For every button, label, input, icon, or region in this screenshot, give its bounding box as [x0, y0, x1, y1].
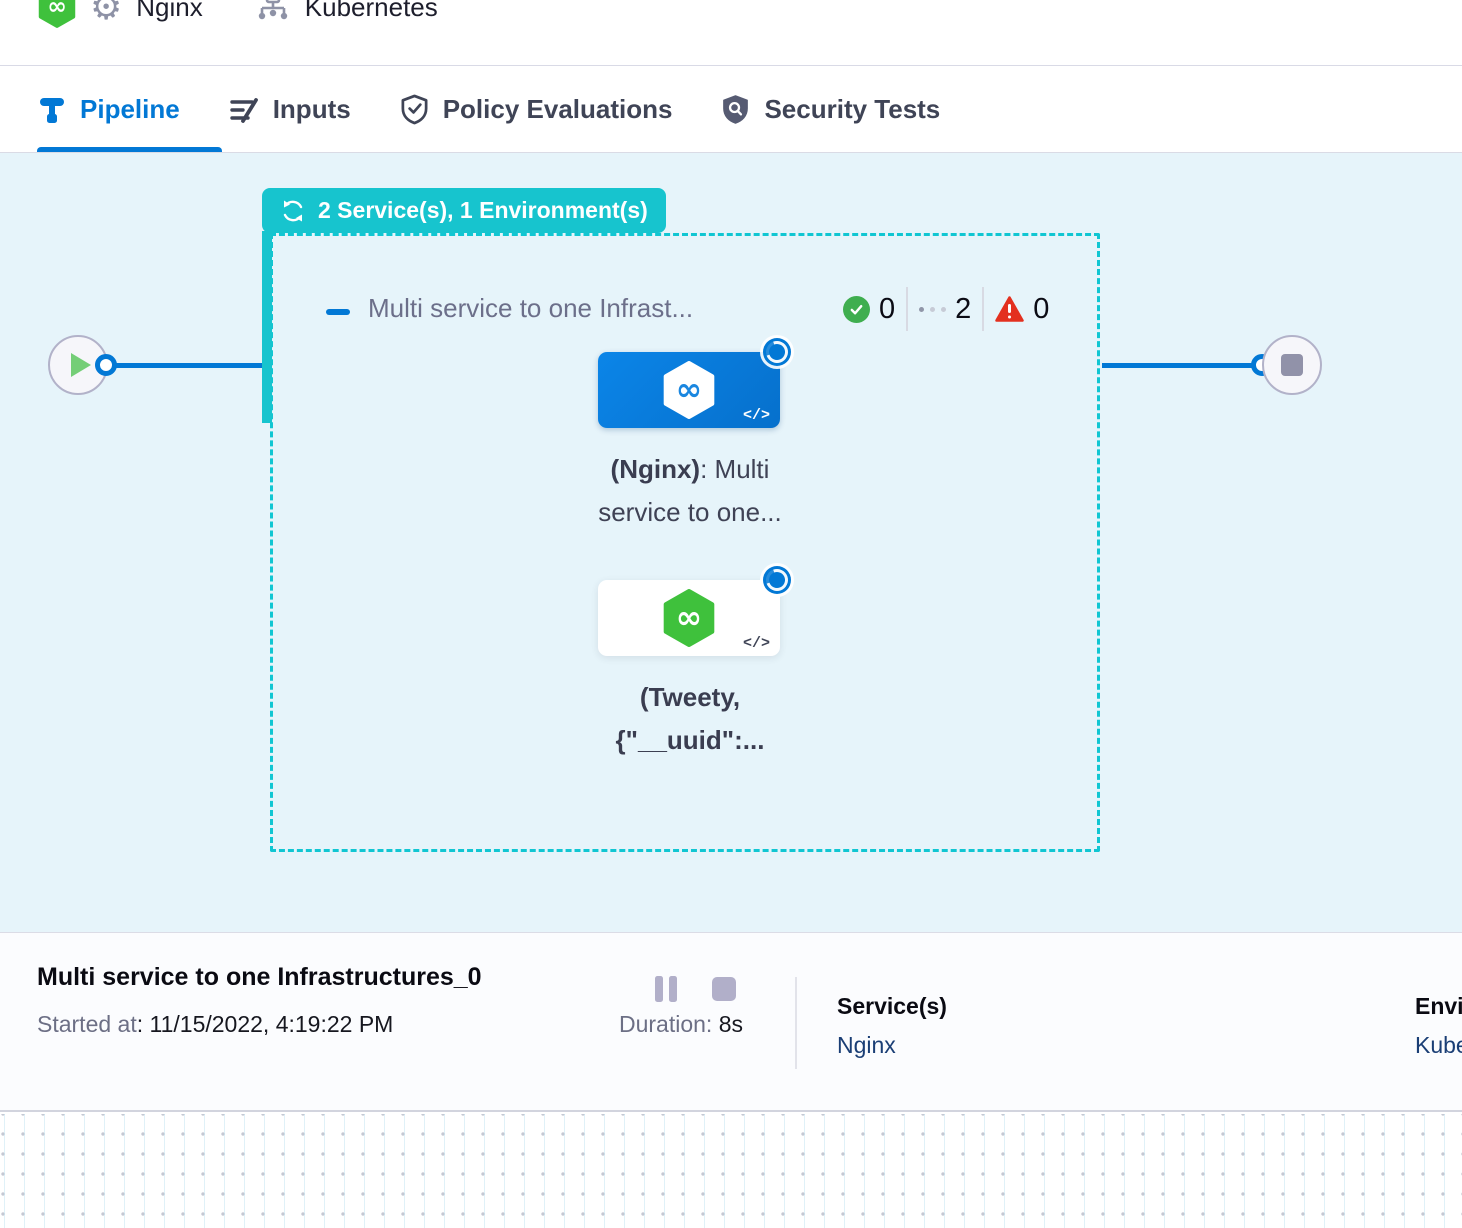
service-node-tweety[interactable]: ∞ </> — [598, 580, 780, 656]
collapse-stage-button[interactable] — [326, 309, 350, 315]
tab-label: Inputs — [272, 94, 351, 124]
tab-label: Policy Evaluations — [442, 94, 673, 124]
started-at-label: Started at — [37, 1011, 137, 1037]
service-node-label: (Nginx): Multi service to one... — [598, 454, 782, 527]
log-grid-area — [0, 1114, 1462, 1228]
pipeline-icon — [40, 97, 64, 123]
stop-icon — [1281, 354, 1303, 376]
svg-text:∞: ∞ — [676, 600, 702, 636]
start-connector — [95, 354, 117, 376]
services-link[interactable]: Nginx — [837, 1032, 896, 1058]
pause-button[interactable] — [655, 976, 679, 1002]
breadcrumb-pipeline[interactable]: ∞ ⚙ Nginx — [38, 0, 203, 28]
running-icon — [919, 306, 947, 312]
spinner-icon — [763, 566, 791, 594]
code-icon: </> — [742, 407, 770, 424]
service-node-nginx[interactable]: ∞ </> — [598, 352, 780, 428]
services-label: Service(s) — [837, 993, 947, 1019]
security-tests-icon — [723, 95, 749, 124]
policy-evaluations-icon — [401, 94, 428, 125]
code-icon: </> — [742, 635, 770, 652]
environments-column: Environment(s) Kubernetes — [1415, 993, 1462, 1059]
environments-label: Environment(s) — [1415, 993, 1462, 1019]
stage-title: Multi service to one Infrast... — [368, 293, 694, 323]
duration-label: Duration: — [619, 1011, 719, 1037]
harness-service-icon: ∞ — [663, 589, 715, 647]
tab-security-tests[interactable]: Security Tests — [720, 66, 940, 153]
counter-divider — [906, 287, 909, 331]
success-count: 0 — [879, 292, 896, 325]
pipeline-canvas[interactable]: 2 Service(s), 1 Environment(s) Multi ser… — [0, 153, 1462, 932]
environment-name: Kubernetes — [304, 0, 438, 22]
failed-count: 0 — [1033, 292, 1050, 325]
service-node-label: (Tweety, {"__uuid":... — [615, 682, 765, 755]
failed-icon — [995, 295, 1025, 322]
tab-label: Pipeline — [80, 94, 180, 124]
services-column: Service(s) Nginx — [837, 993, 947, 1059]
duration-value: 8s — [718, 1011, 744, 1037]
started-at-value: : 11/15/2022, 4:19:22 PM — [136, 1011, 394, 1037]
tab-label: Security Tests — [764, 94, 941, 124]
started-at: Started at: 11/15/2022, 4:19:22 PM — [37, 1011, 393, 1038]
breadcrumb-environment[interactable]: Kubernetes — [255, 0, 438, 25]
success-icon — [843, 295, 870, 323]
duration: Duration: 8s — [619, 1011, 743, 1038]
stage-accent-bar — [262, 231, 272, 423]
active-tab-indicator — [37, 147, 222, 152]
tab-bar: Pipeline Inputs Policy Evaluations — [0, 66, 1462, 153]
footer-divider — [795, 977, 797, 1069]
gear-icon: ⚙ — [90, 0, 123, 27]
stage-badge-label: 2 Service(s), 1 Environment(s) — [318, 197, 648, 223]
svg-text:∞: ∞ — [676, 372, 702, 408]
stage-badge[interactable]: 2 Service(s), 1 Environment(s) — [262, 188, 666, 233]
execution-title: Multi service to one Infrastructures_0 — [37, 963, 482, 991]
environments-link[interactable]: Kubernetes — [1415, 1032, 1462, 1058]
stage-status-counters: 0 2 0 — [843, 286, 1049, 332]
running-count: 2 — [955, 292, 972, 325]
tab-pipeline[interactable]: Pipeline — [37, 66, 180, 153]
stop-button[interactable] — [712, 977, 736, 1001]
tab-policy-evaluations[interactable]: Policy Evaluations — [399, 66, 673, 153]
play-icon — [71, 353, 91, 377]
execution-summary-bar: Multi service to one Infrastructures_0 S… — [0, 932, 1462, 1112]
harness-logo-icon: ∞ — [38, 0, 76, 28]
harness-service-icon: ∞ — [663, 361, 715, 419]
edge-stage-to-end — [1102, 363, 1254, 368]
svg-text:∞: ∞ — [47, 0, 67, 20]
refresh-icon — [283, 200, 303, 221]
tab-inputs[interactable]: Inputs — [228, 66, 351, 153]
breadcrumb-bar: ∞ ⚙ Nginx Kubernetes — [0, 0, 1462, 66]
kubernetes-icon — [258, 0, 287, 20]
stage-group-boundary[interactable] — [270, 233, 1100, 852]
pipeline-name: Nginx — [136, 0, 203, 22]
counter-divider — [982, 287, 985, 331]
edge-start-to-stage — [108, 363, 266, 368]
inputs-icon — [230, 97, 258, 123]
spinner-icon — [763, 338, 791, 366]
breadcrumb: ∞ ⚙ Nginx Kubernetes — [38, 0, 438, 40]
end-node — [1262, 335, 1322, 395]
